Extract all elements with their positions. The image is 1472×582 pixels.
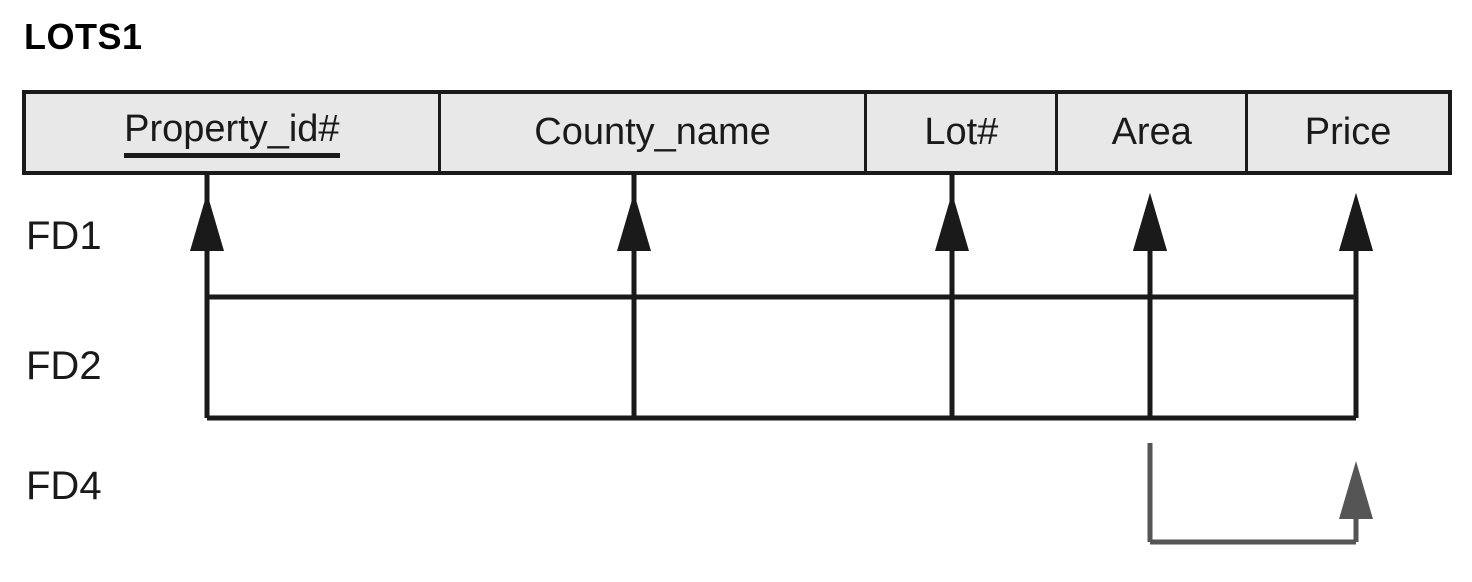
fd-connectors-fd1: [204, 175, 1373, 300]
attribute-label: Property_id#: [124, 108, 340, 158]
fd-label-fd1: FD1: [26, 214, 102, 258]
attribute-cell-county-name: County_name: [440, 94, 868, 171]
attribute-cell-lot: Lot#: [867, 94, 1059, 171]
fd-connectors-fd4: [1147, 443, 1373, 545]
fd-label-fd4: FD4: [26, 464, 102, 508]
attribute-label: Area: [1111, 110, 1192, 153]
fd-arrowhead: [190, 193, 224, 251]
attribute-label: County_name: [534, 110, 771, 153]
fd-arrowhead: [1339, 193, 1373, 251]
attribute-label: Price: [1304, 110, 1392, 153]
relation-title: LOTS1: [24, 16, 143, 57]
fd-label-fd2: FD2: [26, 344, 102, 388]
attribute-header-table: Property_id# County_name Lot# Area Price: [22, 90, 1452, 175]
attribute-label: Lot#: [924, 110, 999, 153]
fd-arrowhead: [1339, 461, 1373, 519]
fd-connectors-fd2: [190, 175, 1373, 421]
attribute-cell-area: Area: [1058, 94, 1249, 171]
attribute-cell-property-id: Property_id#: [26, 94, 441, 171]
attribute-cell-price: Price: [1248, 94, 1448, 171]
fd-arrowhead: [1133, 193, 1167, 251]
